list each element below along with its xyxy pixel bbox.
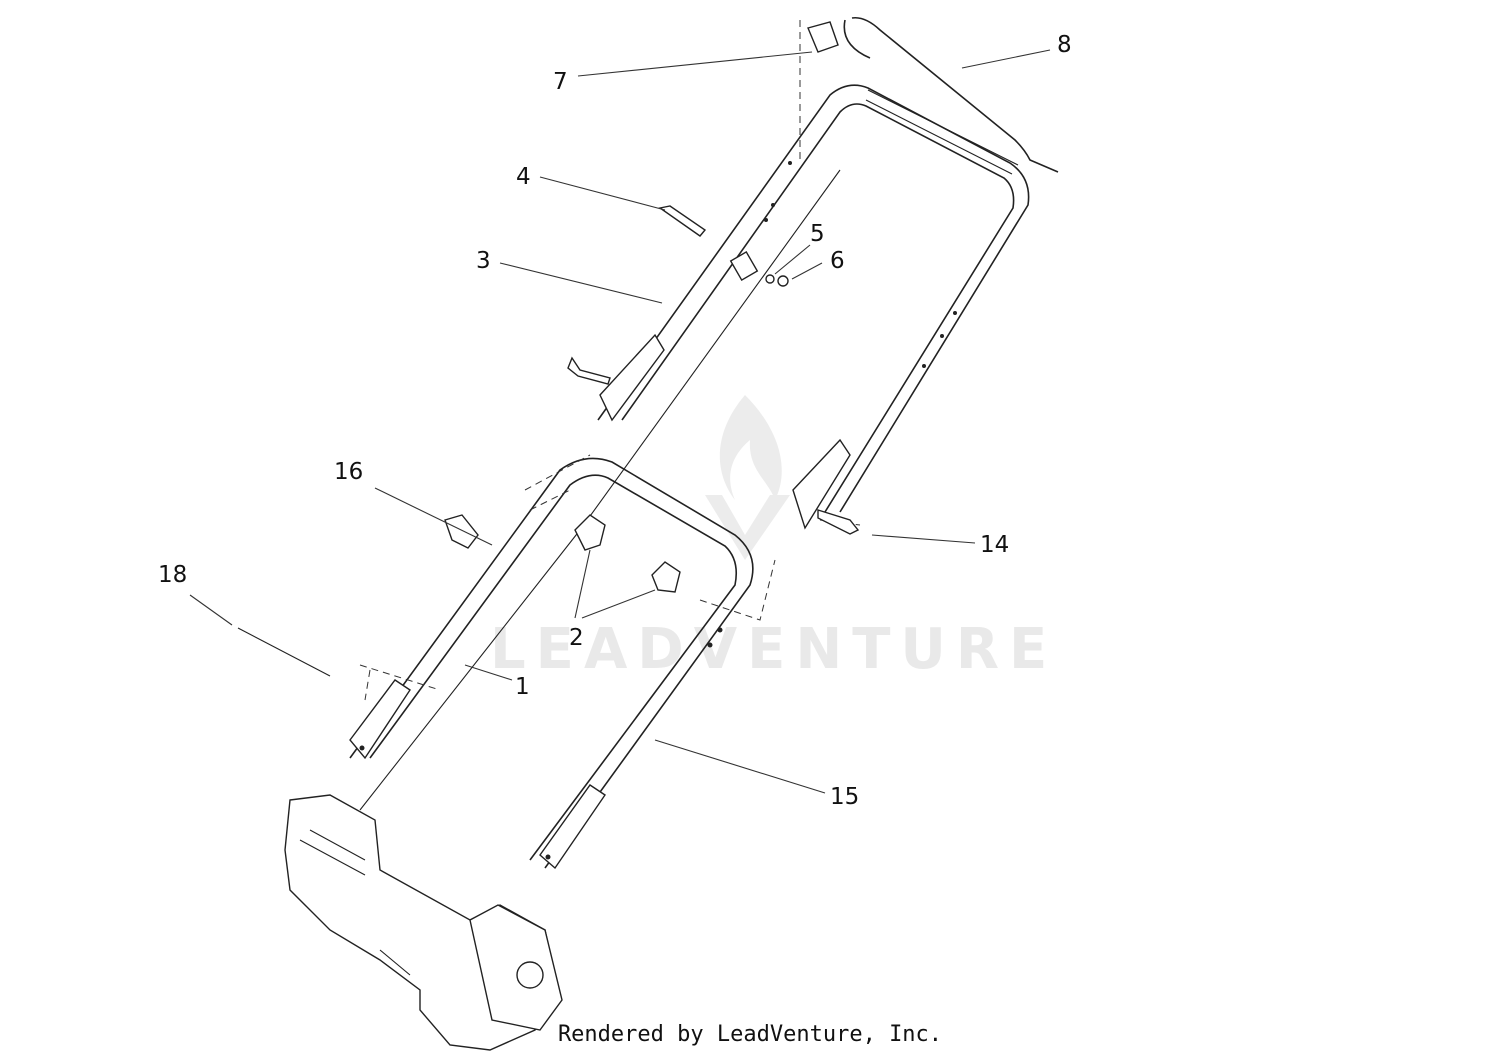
nut-part — [777, 275, 789, 287]
callout-label-18: 18 — [158, 562, 187, 588]
mower-housing — [284, 794, 563, 1051]
upper-handle — [597, 84, 1030, 530]
control-cable — [359, 169, 841, 811]
callout-label-15: 15 — [830, 784, 859, 810]
handle-knob-right-part — [651, 561, 681, 593]
cable-rod-part — [237, 627, 331, 677]
callout-label-8: 8 — [1057, 32, 1072, 58]
callout-label-4: 4 — [516, 164, 531, 190]
watermark-v-icon — [705, 495, 790, 560]
watermark-text: LEADVENTURE — [490, 617, 1057, 682]
callout-label-14: 14 — [980, 532, 1009, 558]
callout-label-7: 7 — [553, 69, 568, 95]
render-credit: Rendered by LeadVenture, Inc. — [557, 1022, 943, 1047]
hardware-parts — [237, 16, 1059, 677]
carriage-bolt-upper-part — [567, 356, 611, 385]
callout-label-3: 3 — [476, 248, 491, 274]
cable-tie-part — [658, 205, 707, 237]
callout-label-2: 2 — [569, 625, 584, 651]
cable-guide-part — [729, 251, 759, 281]
callout-labels: 7 8 4 5 6 3 16 18 2 1 14 15 — [158, 32, 1072, 810]
cable-clip-part — [807, 21, 839, 53]
leader-lines — [189, 49, 1051, 794]
assembly-guides — [359, 20, 861, 701]
watermark-flame-icon — [719, 395, 782, 500]
bail-bar-part — [843, 16, 1059, 173]
cable-adjuster-part — [444, 514, 479, 549]
handle-knob-left-part — [574, 514, 606, 551]
callout-label-16: 16 — [334, 459, 363, 485]
watermark: LEADVENTURE — [490, 395, 1057, 682]
lower-handle — [349, 457, 754, 870]
callout-label-6: 6 — [830, 248, 845, 274]
callout-label-1: 1 — [515, 674, 530, 700]
washer-part — [765, 274, 775, 284]
carriage-bolt-lower-part — [817, 509, 860, 535]
callout-label-5: 5 — [810, 221, 825, 247]
